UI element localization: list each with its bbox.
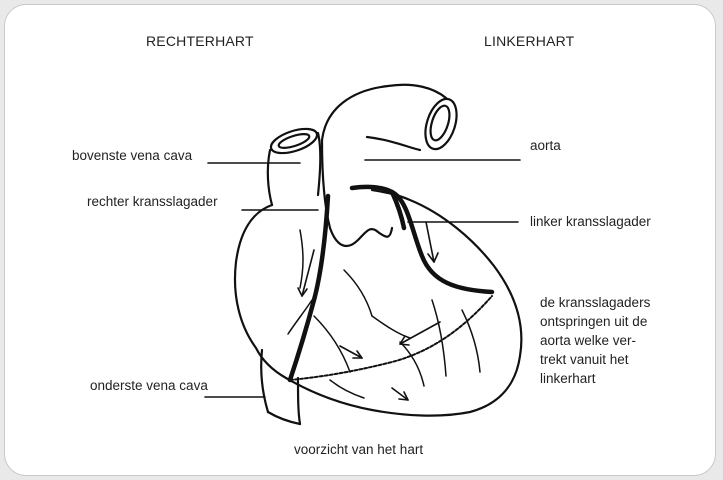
interventricular-groove — [290, 296, 492, 380]
superior-vena-cava-shape — [268, 124, 320, 205]
leader-lines — [205, 160, 520, 397]
branch-vessels — [288, 230, 480, 398]
heart-outline — [235, 190, 521, 416]
right-coronary-artery — [290, 196, 328, 380]
